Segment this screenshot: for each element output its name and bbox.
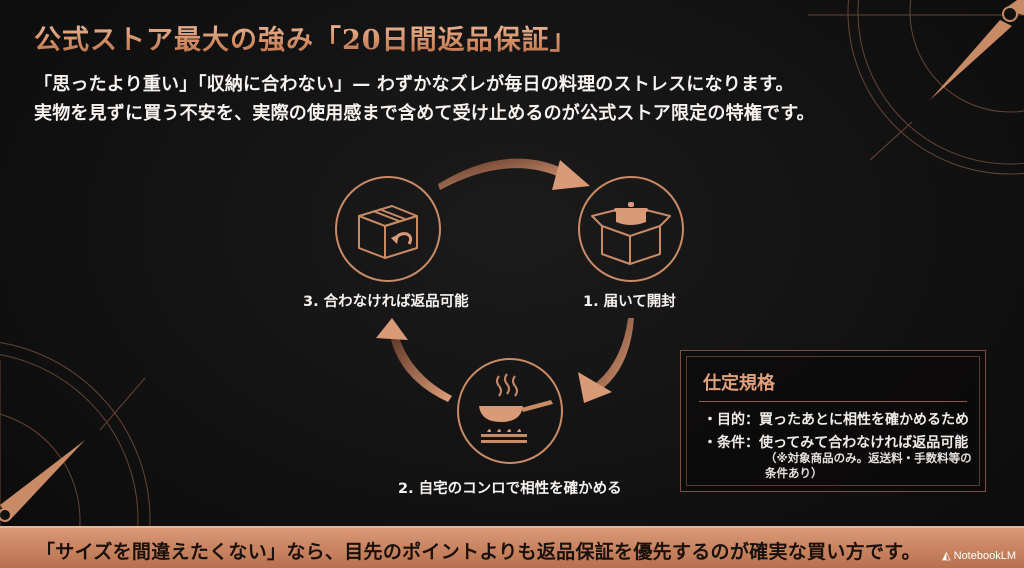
spec-note-line-2: 条件あり）	[765, 466, 823, 480]
spec-panel-border	[686, 356, 980, 486]
spec-title: 仕定規格	[703, 373, 775, 394]
lead-line-1: 「思ったより重い」「収納に合わない」— わずかなズレが毎日の料理のストレスになり…	[34, 74, 794, 95]
spec-item-purpose: ・目的：買ったあとに相性を確かめるため	[703, 412, 969, 428]
step-2-label: 2. 自宅のコンロで相性を確かめる	[398, 481, 622, 497]
watermark-label: NotebookLM	[953, 549, 1016, 562]
spec-panel: 仕定規格 ・目的：買ったあとに相性を確かめるため ・条件：使ってみて合わなければ…	[680, 350, 986, 492]
step-3-label: 3. 合わなければ返品可能	[303, 294, 469, 310]
footer-banner: 「サイズを間違えたくない」なら、目先のポイントよりも返品保証を優先するのが確実な…	[0, 526, 1024, 568]
lead-line-2: 実物を見ずに買う不安を、実際の使用感まで含めて受け止めるのが公式ストア限定の特権…	[34, 103, 815, 124]
spec-item-condition: ・条件：使ってみて合わなければ返品可能	[703, 435, 969, 451]
lead-text: 「思ったより重い」「収納に合わない」— わずかなズレが毎日の料理のストレスになり…	[34, 70, 815, 128]
frying-pan-on-stove-icon	[479, 373, 553, 443]
spec-note: （※対象商品のみ。返送料・手数料等の 条件あり）	[765, 451, 972, 481]
notebooklm-watermark: ◭ NotebookLM	[942, 549, 1016, 563]
step-3-icon-circle	[335, 176, 441, 282]
step-1-icon-circle	[578, 176, 684, 282]
open-box-with-pot-icon	[591, 202, 671, 265]
step-2-icon-circle	[457, 358, 563, 464]
notebooklm-logo-icon: ◭	[942, 550, 951, 562]
box-return-icon	[358, 205, 418, 259]
step-1-label: 1. 届いて開封	[583, 294, 676, 310]
page-title: 公式ストア最大の強み「20日間返品保証」	[34, 18, 578, 57]
spec-divider	[699, 401, 967, 402]
spec-note-line-1: （※対象商品のみ。返送料・手数料等の	[765, 451, 972, 465]
footer-text: 「サイズを間違えたくない」なら、目先のポイントよりも返品保証を優先するのが確実な…	[36, 541, 921, 563]
